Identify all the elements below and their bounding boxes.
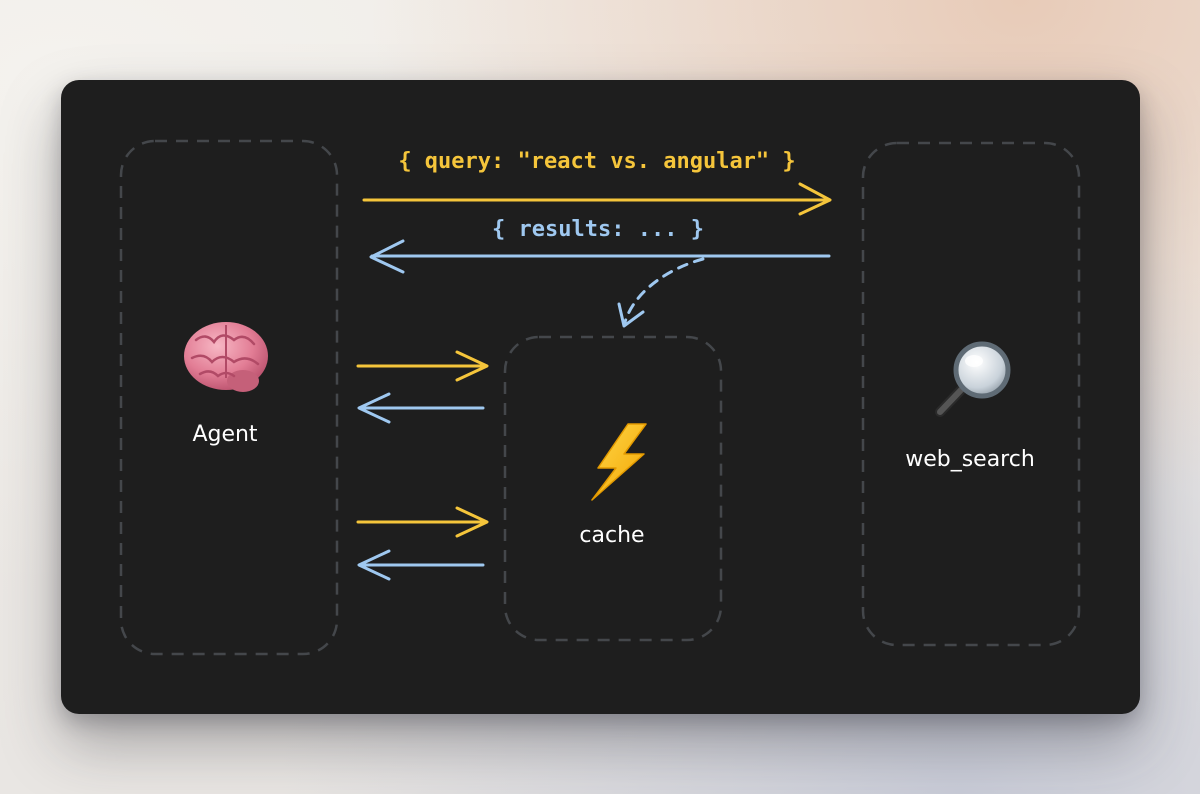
- web-search-label: web_search: [905, 447, 1035, 472]
- cache-response-arrow-1: [357, 392, 485, 424]
- results-message-label: { results: ... }: [492, 217, 704, 242]
- brain-icon: [184, 322, 268, 392]
- agent-label: Agent: [192, 422, 257, 447]
- magnifying-glass-icon: [935, 341, 1011, 417]
- cache-label: cache: [579, 523, 644, 548]
- cache-store-arrow: [617, 257, 705, 328]
- agent-node-box: [119, 139, 339, 656]
- query-arrow: [362, 182, 832, 216]
- cache-response-arrow-2: [357, 549, 485, 581]
- cache-request-arrow-2: [356, 506, 489, 538]
- cache-node-box: [503, 335, 723, 642]
- web-search-node-box: [861, 141, 1081, 647]
- query-message-label: { query: "react vs. angular" }: [398, 149, 795, 174]
- results-arrow: [369, 239, 831, 274]
- cache-request-arrow-1: [356, 350, 489, 382]
- lightning-icon: [591, 423, 647, 501]
